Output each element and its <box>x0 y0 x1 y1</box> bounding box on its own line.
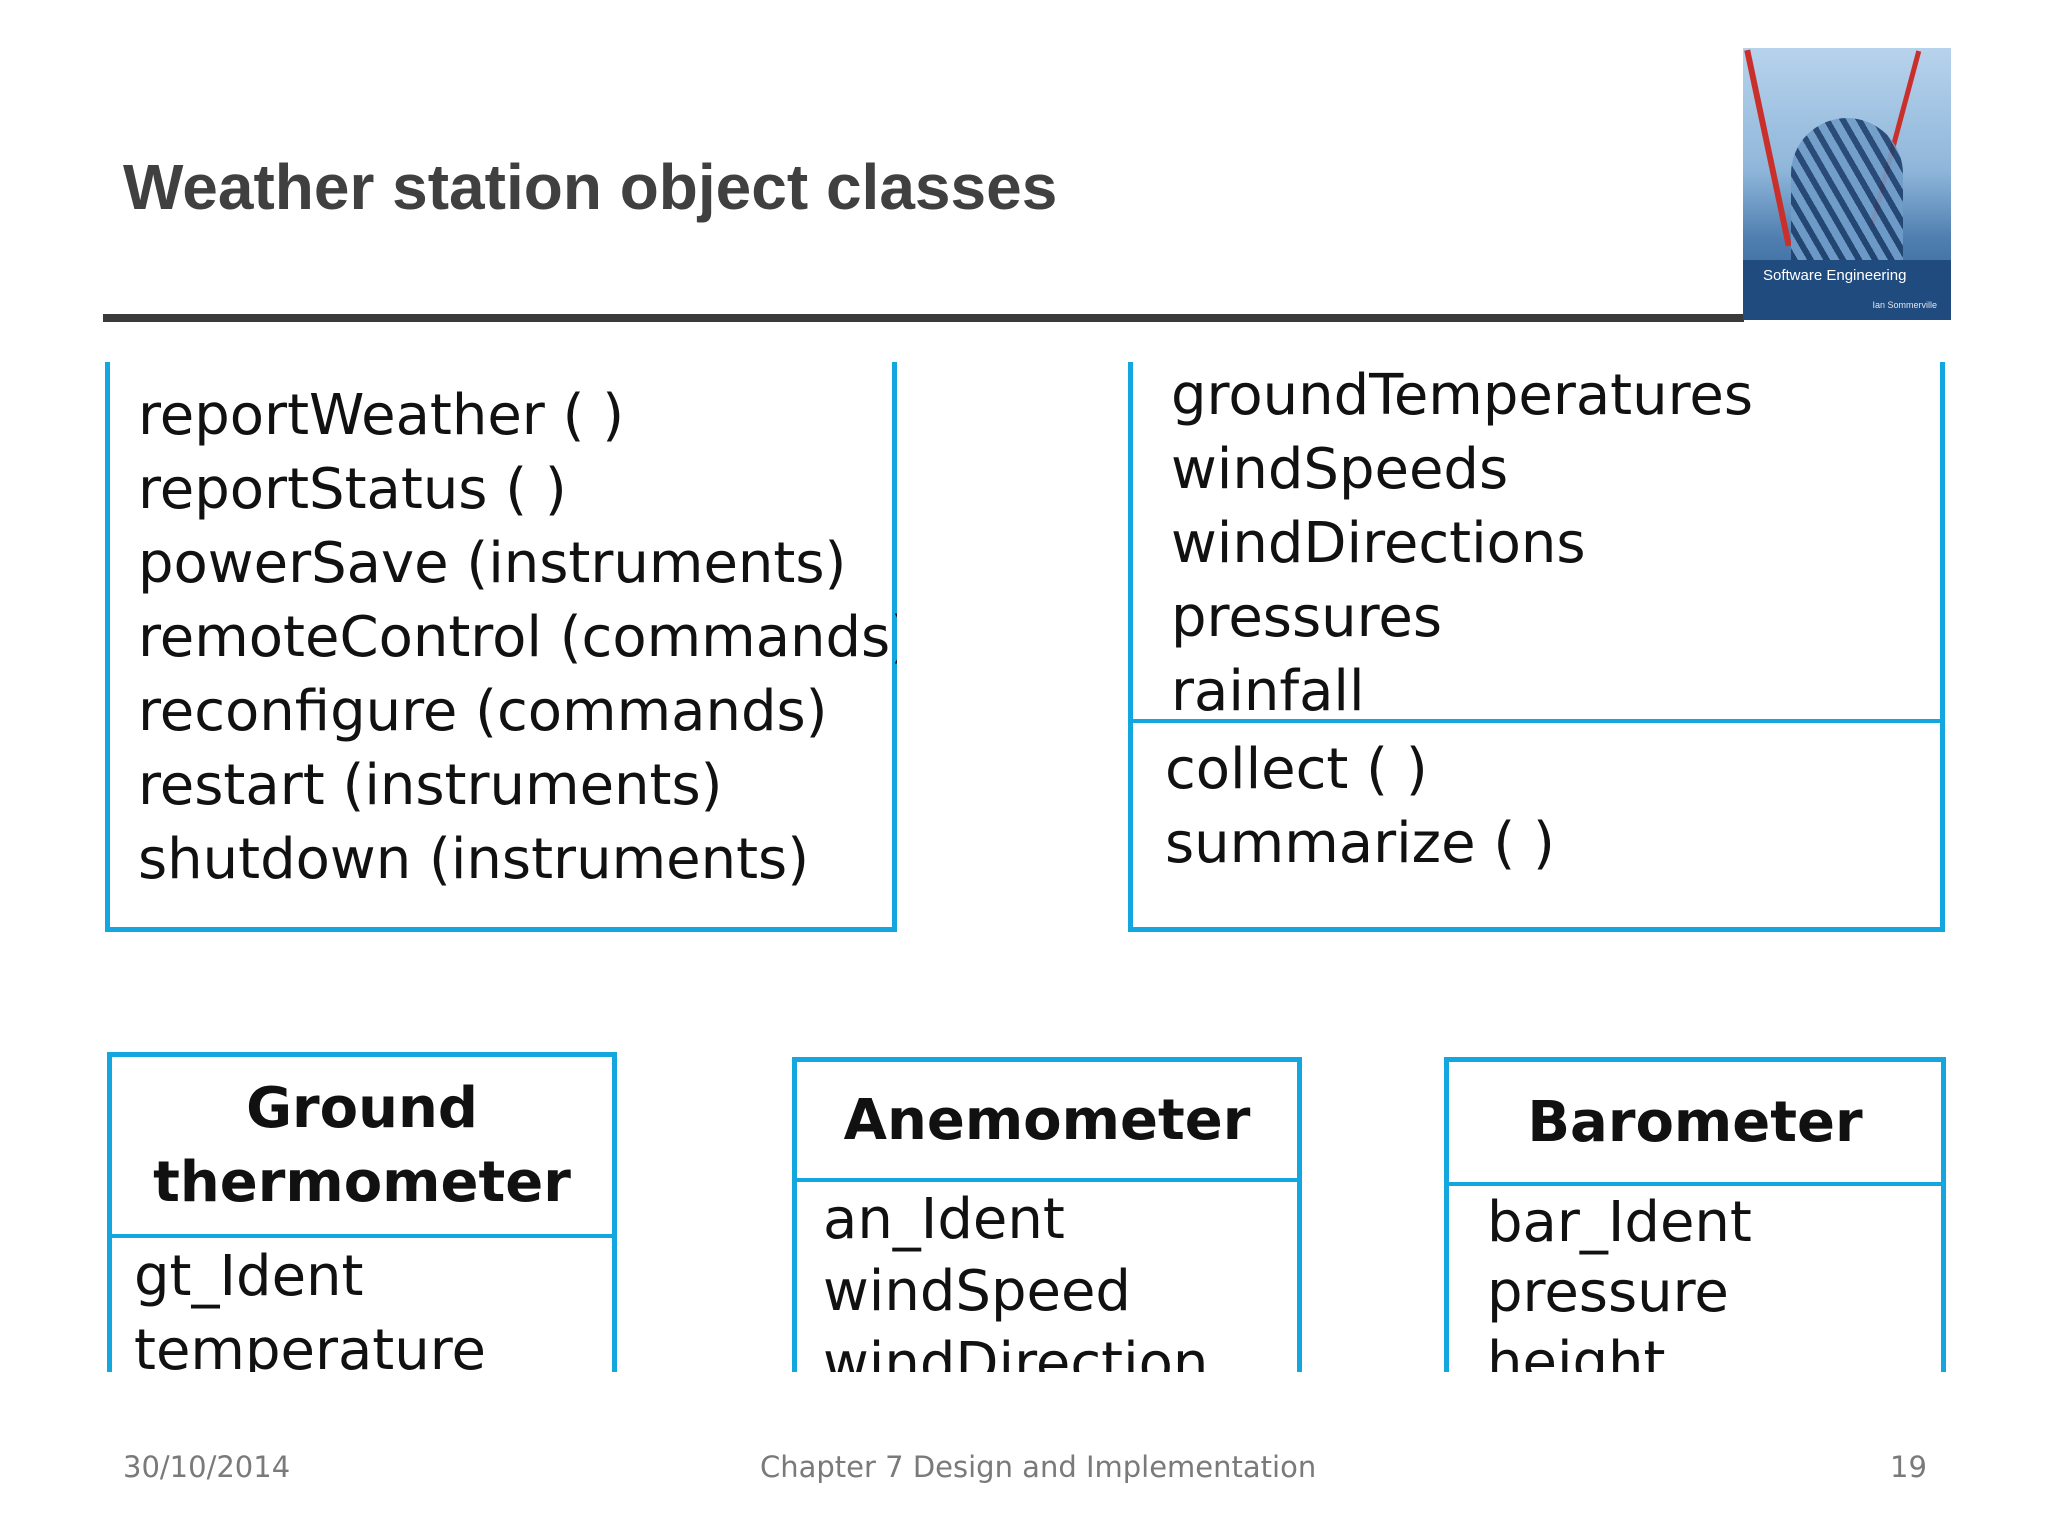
footer-chapter: Chapter 7 Design and Implementation <box>760 1450 1317 1484</box>
attribute-text: an_Ident <box>823 1187 1065 1252</box>
operation-text: reportStatus ( ) <box>138 457 567 522</box>
class-name-header: Anemometer <box>797 1062 1297 1182</box>
class-name: Anemometer <box>843 1087 1251 1153</box>
class-attributes: gt_Ident temperature <box>112 1238 612 1372</box>
attribute-text: height <box>1487 1330 1666 1372</box>
operation-text: collect ( ) <box>1165 737 1428 802</box>
class-name: thermometer <box>153 1149 571 1215</box>
attribute-text: windSpeed <box>823 1259 1131 1324</box>
slide-title: Weather station object classes <box>123 151 1058 223</box>
building-shape <box>1791 118 1903 288</box>
attribute-text: groundTemperatures <box>1171 363 1754 428</box>
class-name: Ground <box>246 1075 478 1141</box>
crane-shape <box>1744 49 1792 247</box>
operation-text: remoteControl (commands) <box>138 605 897 670</box>
class-name-header: Ground thermometer <box>112 1057 612 1238</box>
title-divider <box>103 314 1744 322</box>
attribute-text: temperature <box>134 1318 486 1372</box>
weather-data-operations: collect ( ) summarize ( ) <box>1133 723 1940 881</box>
attribute-text: pressures <box>1171 585 1443 650</box>
operation-text: shutdown (instruments) <box>138 827 810 892</box>
attribute-text: rainfall <box>1171 659 1365 724</box>
operation-text: powerSave (instruments) <box>138 531 847 596</box>
anemometer-class: Anemometer an_Ident windSpeed windDirect… <box>792 1057 1302 1372</box>
cover-band <box>1743 260 1951 320</box>
class-name: Barometer <box>1527 1089 1863 1155</box>
weather-station-class: reportWeather ( ) reportStatus ( ) power… <box>105 362 897 932</box>
book-cover-image: Software Engineering Ian Sommerville <box>1743 48 1951 320</box>
weather-data-class: groundTemperatures windSpeeds windDirect… <box>1128 362 1945 932</box>
class-attributes: an_Ident windSpeed windDirection <box>797 1182 1297 1372</box>
weather-station-operations: reportWeather ( ) reportStatus ( ) power… <box>110 362 897 897</box>
class-attributes: bar_Ident pressure height <box>1449 1186 1941 1372</box>
footer-page-number: 19 <box>1890 1450 1927 1484</box>
attribute-text: windDirections <box>1171 511 1586 576</box>
cover-author: Ian Sommerville <box>1872 300 1937 310</box>
barometer-class: Barometer bar_Ident pressure height <box>1444 1057 1946 1372</box>
attribute-text: bar_Ident <box>1487 1190 1752 1255</box>
attribute-text: pressure <box>1487 1260 1729 1325</box>
ground-thermometer-class: Ground thermometer gt_Ident temperature <box>107 1052 617 1372</box>
weather-data-attributes: groundTemperatures windSpeeds windDirect… <box>1133 362 1940 724</box>
attribute-text: windSpeeds <box>1171 437 1509 502</box>
class-name-header: Barometer <box>1449 1062 1941 1186</box>
attribute-text: gt_Ident <box>134 1244 364 1309</box>
operation-text: summarize ( ) <box>1165 811 1555 876</box>
operation-text: reconfigure (commands) <box>138 679 828 744</box>
attribute-text: windDirection <box>823 1331 1209 1372</box>
footer-date: 30/10/2014 <box>123 1450 291 1484</box>
operation-text: restart (instruments) <box>138 753 723 818</box>
operation-text: reportWeather ( ) <box>138 383 625 448</box>
cover-title: Software Engineering <box>1763 267 1907 284</box>
